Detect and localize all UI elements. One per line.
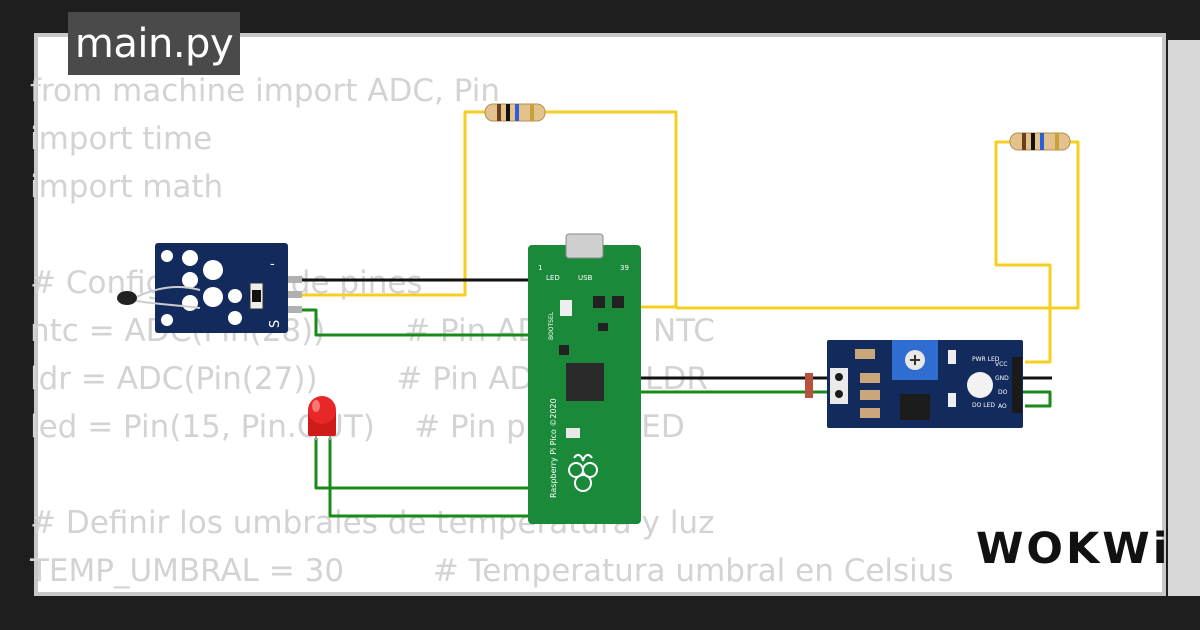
bootsel-label: BOOTSEL (548, 311, 555, 340)
thermistor-bead (117, 291, 137, 305)
resistor-2[interactable] (1009, 132, 1071, 151)
pwr-led-label: PWR LED (972, 356, 1000, 363)
usb-connector (565, 233, 604, 259)
ntc-minus-label: - (270, 257, 275, 272)
pin1-label: 1 (538, 264, 542, 272)
resistor-1[interactable] (484, 103, 546, 122)
usb-label: USB (578, 274, 593, 282)
raspberry-logo-icon (568, 454, 598, 492)
bootsel-button[interactable] (560, 300, 572, 316)
pico-board-label: Raspberry Pi Pico ©2020 (549, 398, 558, 498)
wire-green-led-cathode[interactable] (328, 438, 532, 518)
bottom-bar (34, 596, 1200, 630)
code-line: import math (30, 169, 224, 205)
wire-green-led-anode[interactable] (314, 438, 532, 490)
wokwi-logo: WOKWi (976, 524, 1171, 574)
ldr-cell (805, 373, 813, 398)
ntc-signal-label: S (268, 320, 283, 328)
comparator-chip (900, 394, 930, 420)
gnd-label: GND (995, 375, 1009, 382)
wire-yellow-ldr[interactable] (676, 140, 1080, 310)
code-line: TEMP_UMBRAL = 30 # Temperatura umbral en… (30, 553, 954, 589)
wires (300, 110, 1080, 518)
wire-green-ntc[interactable] (300, 308, 632, 337)
ntc-temperature-module[interactable]: - S (117, 243, 302, 333)
do-label: DO (998, 389, 1008, 396)
vcc-label: VCC (995, 361, 1007, 368)
side-panel-edge (1168, 40, 1200, 598)
ldr-light-sensor-module[interactable]: PWR LED DO LED VCC GND DO AO (805, 340, 1023, 428)
wire-yellow-resistor1[interactable] (545, 110, 678, 309)
red-led[interactable] (308, 396, 336, 440)
file-tab-main-py[interactable]: main.py (68, 12, 240, 75)
wire-yellow-ntc[interactable] (300, 110, 485, 297)
led-label: LED (546, 274, 560, 282)
photoresistor (967, 372, 993, 398)
do-led-label: DO LED (972, 402, 995, 409)
raspberry-pi-pico[interactable]: USB LED 1 39 BOOTSEL Raspberry Pi Pico ©… (528, 233, 641, 524)
pin39-label: 39 (620, 264, 629, 272)
ao-label: AO (998, 403, 1007, 410)
rp2040-chip (566, 363, 604, 401)
code-line: from machine import ADC, Pin (30, 73, 500, 109)
wire-yellow-resistor2[interactable] (994, 140, 1052, 364)
code-line: import time (30, 121, 213, 157)
